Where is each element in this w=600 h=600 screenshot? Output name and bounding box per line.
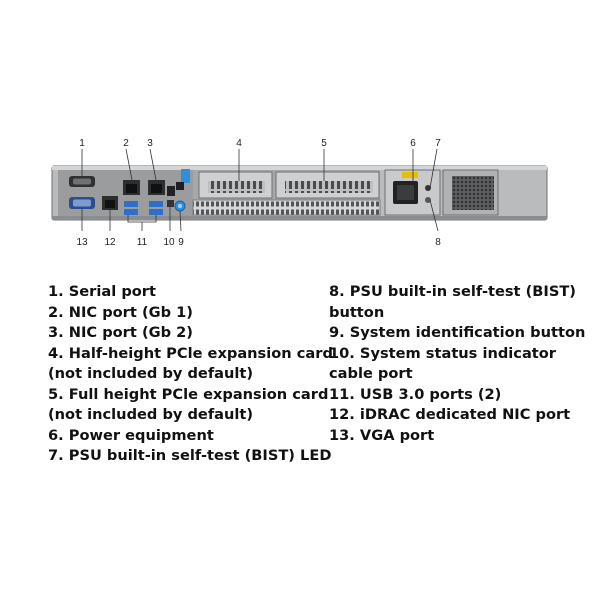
vent-strip — [192, 199, 381, 216]
nic-port-gb1 — [123, 180, 140, 195]
callout-10: 10 — [163, 237, 175, 248]
idrac-nic-port — [102, 196, 118, 210]
legend-item-10: 10. System status indicator cable port — [329, 344, 556, 383]
callout-6: 6 — [410, 138, 416, 149]
legend-item-7: 7. PSU built-in self-test (BIST) LED — [48, 447, 332, 464]
callout-5: 5 — [321, 138, 327, 149]
legend-item-4: 4. Half-height PCle expansion card (not … — [48, 344, 333, 383]
callout-4: 4 — [236, 138, 242, 149]
power-supply — [384, 169, 499, 216]
psu-fan-grille — [452, 176, 494, 210]
callout-9: 9 — [178, 237, 184, 248]
vga-port — [69, 197, 95, 209]
legend-item-12: 12. iDRAC dedicated NIC port — [329, 406, 571, 423]
half-height-pcie-slot — [198, 171, 273, 199]
legend-item-3: 3. NIC port (Gb 2) — [48, 324, 193, 341]
serial-port — [69, 176, 95, 187]
leader-lines — [81, 148, 439, 232]
callout-13: 13 — [76, 237, 88, 248]
legend-right-column: 8. PSU built-in self-test (BIST) button … — [329, 282, 600, 446]
legend-item-6: 6. Power equipment — [48, 426, 214, 444]
callout-2: 2 — [123, 138, 129, 149]
callout-1: 1 — [79, 138, 85, 149]
callout-11: 11 — [137, 237, 148, 248]
legend-item-1: 1. Serial port — [48, 283, 156, 300]
legend-item-5: 5. Full height PCle expansion card (not … — [48, 385, 329, 424]
legend-item-11: 11. USB 3.0 ports (2) — [329, 385, 502, 403]
legend-item-8: 8. PSU built-in self-test (BIST) button — [329, 283, 576, 321]
nic-port-gb2 — [148, 180, 165, 195]
psu-bist-button — [425, 197, 431, 203]
legend-item-2: 2. NIC port (Gb 1) — [48, 303, 193, 321]
callout-numbers: 1 2 3 4 5 6 7 8 9 10 11 12 13 — [76, 138, 441, 248]
callout-12: 12 — [104, 237, 116, 248]
legend-left-column: 1. Serial port 2. NIC port (Gb 1) 3. NIC… — [48, 282, 333, 467]
io-panel — [58, 169, 193, 216]
status-indicator-port — [167, 186, 175, 207]
callout-8: 8 — [435, 237, 441, 248]
system-id-button — [174, 200, 186, 212]
callout-7: 7 — [435, 138, 441, 149]
pcie-slots — [192, 170, 381, 216]
legend-item-13: 13. VGA port — [329, 426, 435, 444]
usb-ports — [124, 201, 163, 215]
legend-item-9: 9. System identification button — [329, 324, 586, 341]
psu-bist-led — [425, 185, 431, 191]
callout-3: 3 — [147, 138, 153, 149]
blue-release-tab — [181, 169, 190, 183]
full-height-pcie-slot — [275, 171, 380, 199]
